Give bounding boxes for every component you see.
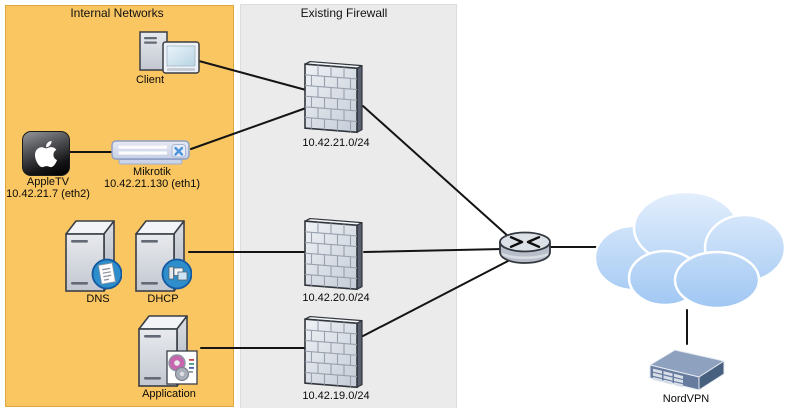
vpn-appliance-icon (649, 349, 725, 391)
server-dhcp-icon (135, 220, 192, 292)
firewall-subnet-19-label: 10.42.19.0/24 (302, 390, 370, 402)
dhcp-label: DHCP (147, 293, 179, 305)
firewall-subnet-21-label: 10.42.21.0/24 (302, 137, 370, 149)
dns-label: DNS (86, 293, 110, 305)
vent-grid-icon (653, 368, 683, 388)
application-label: Application (142, 388, 196, 400)
nordvpn-label: NordVPN (662, 393, 710, 405)
firewall-brick-wall-icon (304, 60, 363, 134)
internet-cloud-node (593, 186, 787, 313)
firewall-subnet-21-node (303, 60, 367, 138)
link-client-firewall21 (198, 60, 307, 91)
firewall-subnet-20-label: 10.42.20.0/24 (302, 292, 370, 304)
firewall-brick-wall-icon (304, 217, 363, 291)
appletv-name: AppleTV (26, 176, 70, 188)
mikrotik-name: Mikrotik (133, 166, 171, 178)
firewall-brick-wall-icon (304, 315, 363, 389)
link-firewall21-router (362, 105, 510, 238)
apple-logo-icon (34, 140, 58, 167)
appletv-address: 10.42.21.7 (eth2) (6, 188, 90, 200)
dhcp-node (134, 218, 192, 294)
server-application-icon (138, 315, 198, 387)
router-node (498, 229, 552, 267)
apple-tv-icon (22, 131, 70, 176)
nordvpn-node (648, 346, 726, 392)
client-node (137, 30, 201, 76)
router-icon (499, 231, 551, 264)
mikrotik-node (111, 140, 190, 166)
client-label: Client (135, 74, 165, 86)
appletv-label: AppleTV 10.42.21.7 (eth2) (6, 176, 90, 200)
link-firewall20-router (363, 248, 504, 253)
internal-networks-title: Internal Networks (70, 6, 164, 20)
firewall-subnet-20-node (303, 217, 367, 295)
link-mikrotik-firewall21 (190, 107, 307, 150)
cloud-icon (593, 190, 787, 310)
application-node (137, 313, 201, 389)
mikrotik-address: 10.42.21.130 (eth1) (103, 178, 201, 190)
x-button-icon (174, 146, 184, 156)
desktop-client-icon (139, 31, 200, 74)
ethernet-switch-icon (111, 140, 190, 165)
link-firewall19-router (362, 260, 509, 337)
firewall-subnet-19-node (303, 315, 367, 393)
router-arrows-icon (509, 235, 541, 248)
existing-firewall-title: Existing Firewall (300, 6, 388, 20)
dns-node (64, 218, 122, 294)
mikrotik-label: Mikrotik 10.42.21.130 (eth1) (104, 166, 200, 190)
server-dns-icon (65, 220, 122, 292)
